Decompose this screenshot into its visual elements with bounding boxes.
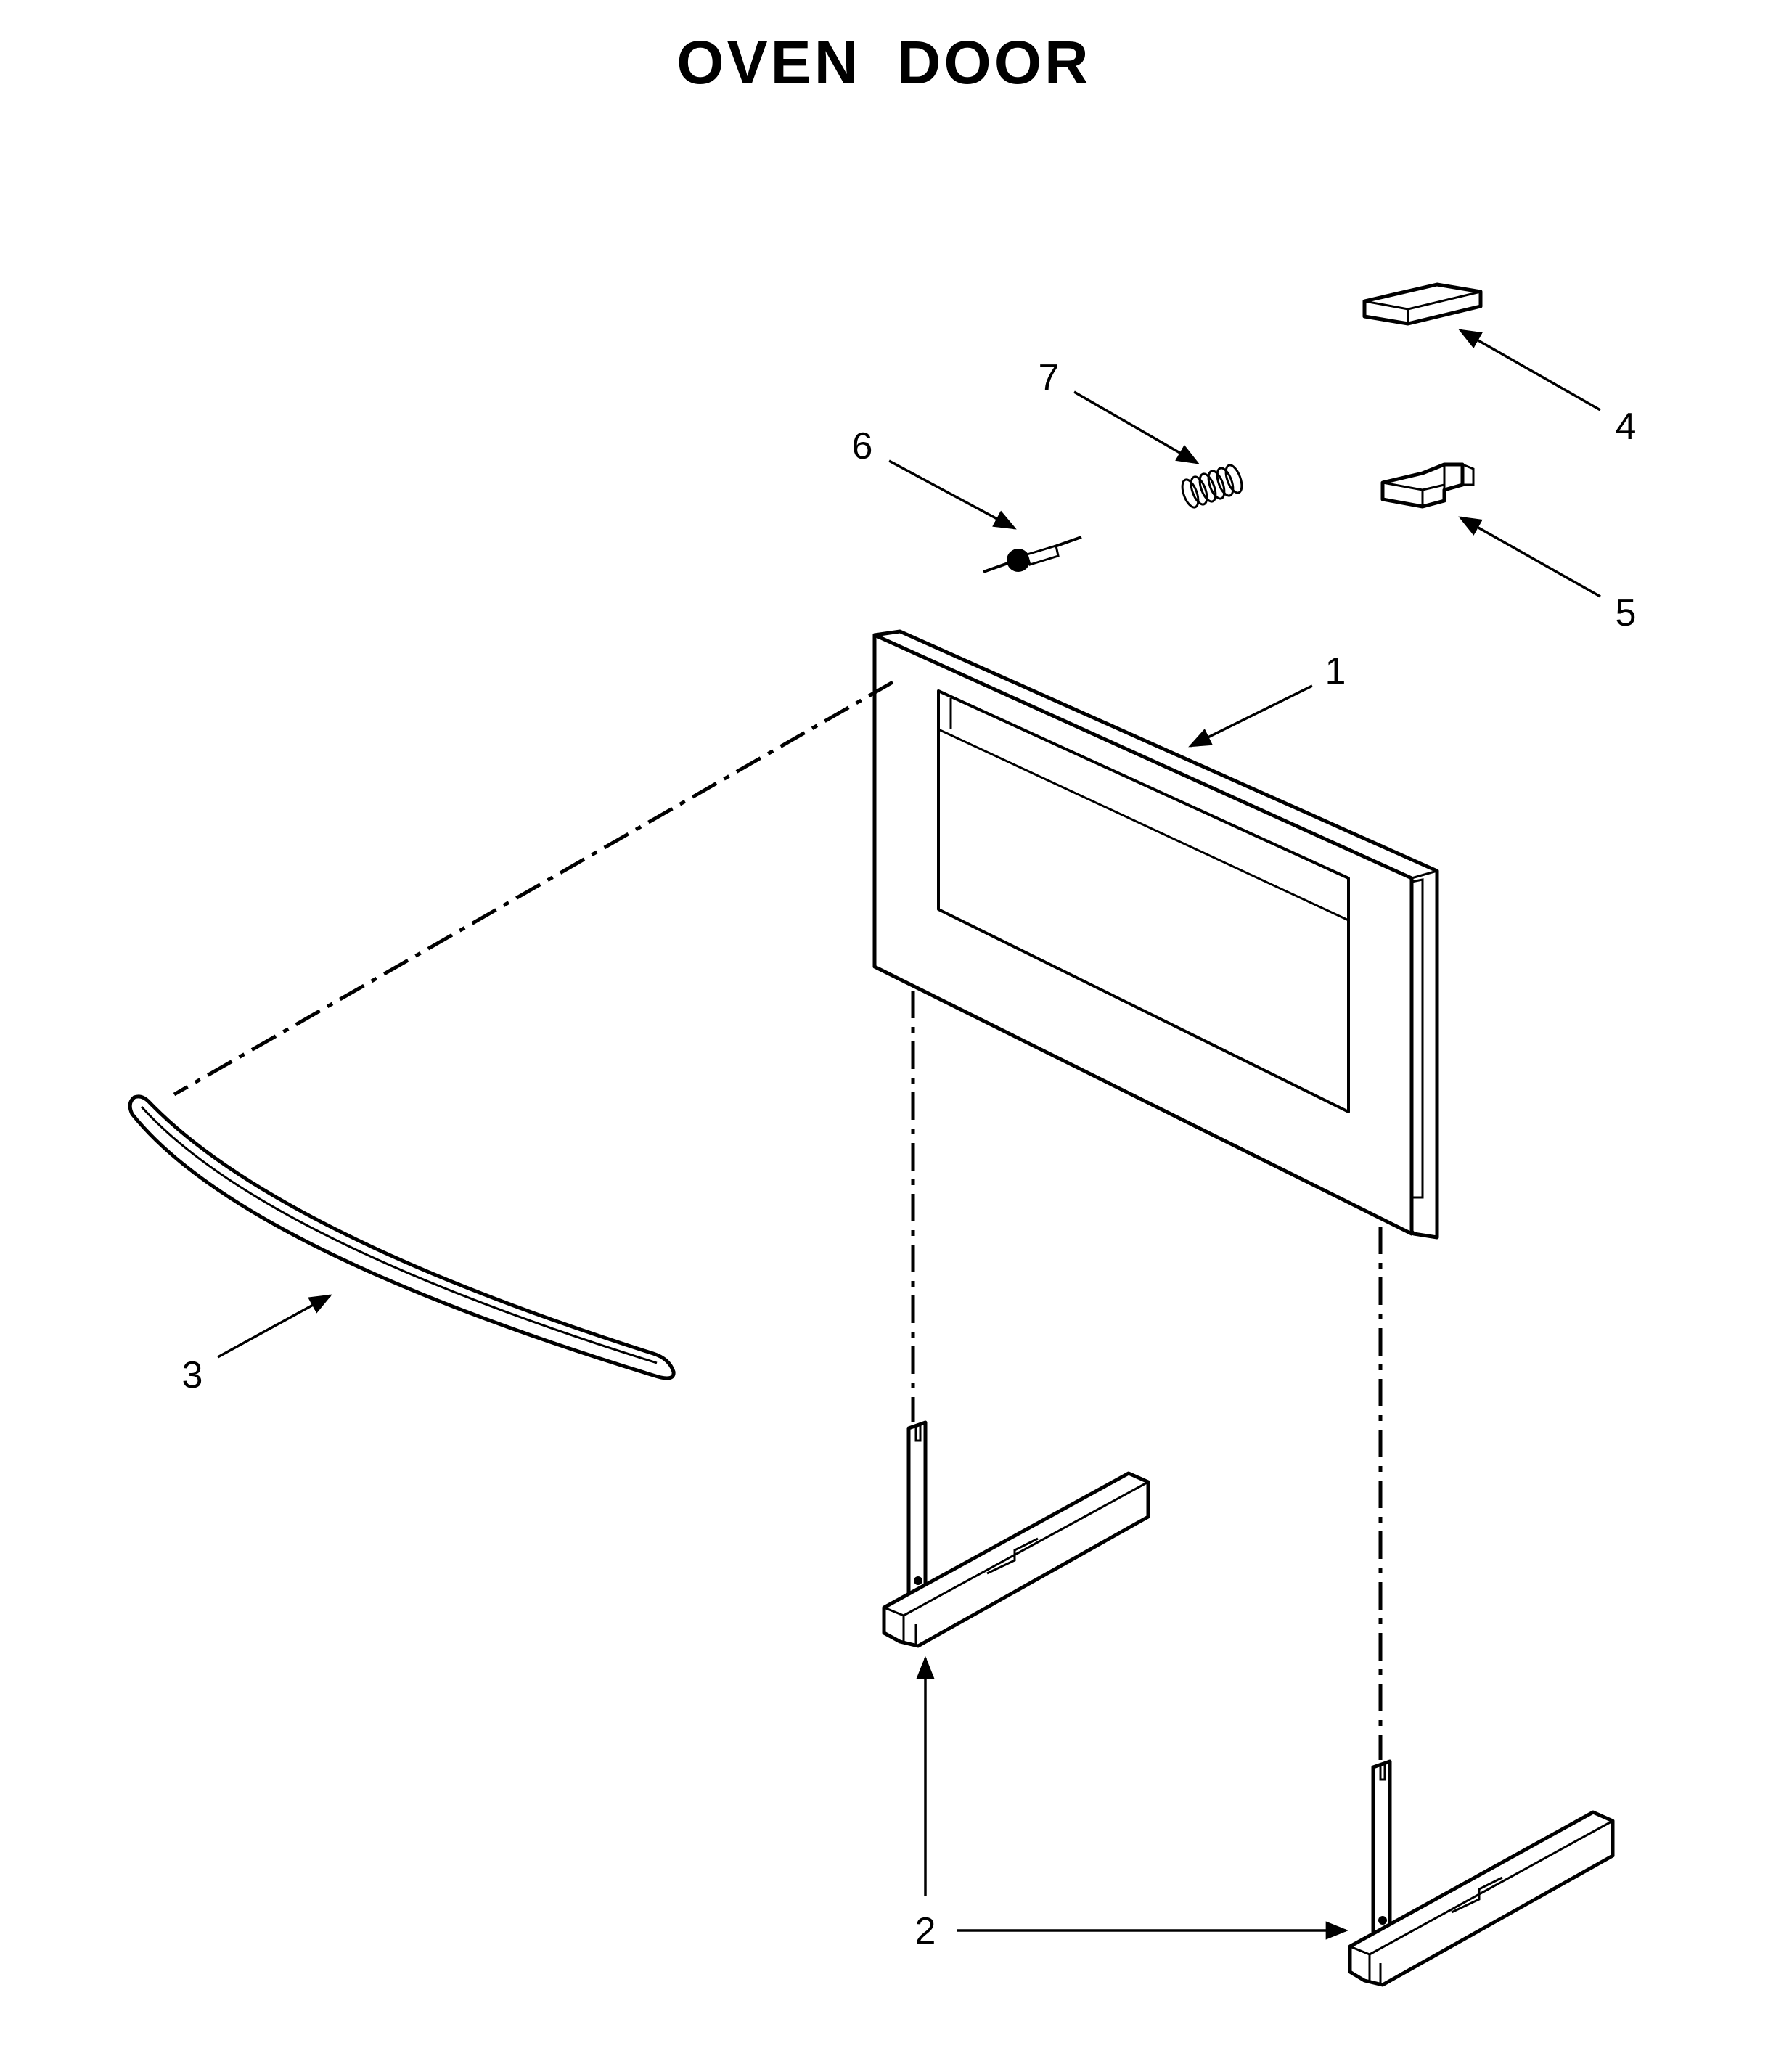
leader-4 [1458,329,1601,411]
page-title: OVEN DOOR [676,28,1092,97]
callout-4: 4 [1616,406,1637,448]
part-4-block [1362,282,1483,326]
callout-5: 5 [1616,592,1637,634]
part-2-hinge-left [882,1420,1150,1648]
part-6-pin [983,536,1082,573]
part-2-hinge-right [1348,1759,1615,1987]
part-1-door-panel [872,629,1439,1240]
alignment-lines [173,680,1383,1760]
callout-labels: 1 2 3 4 5 6 7 [182,357,1637,1952]
part-7-spring [1181,464,1243,509]
part-5-bracket [1380,462,1475,509]
leader-3 [217,1294,332,1359]
callout-6: 6 [852,425,873,467]
callout-7: 7 [1039,357,1060,399]
leader-7 [1073,390,1200,464]
leader-arrows [217,329,1601,1940]
callout-3: 3 [182,1354,203,1396]
callout-2: 2 [915,1910,936,1952]
leader-5 [1458,516,1601,598]
leader-1 [1188,684,1313,748]
part-3-handle [128,1094,676,1380]
leader-6 [888,459,1017,530]
callout-1: 1 [1325,650,1346,692]
